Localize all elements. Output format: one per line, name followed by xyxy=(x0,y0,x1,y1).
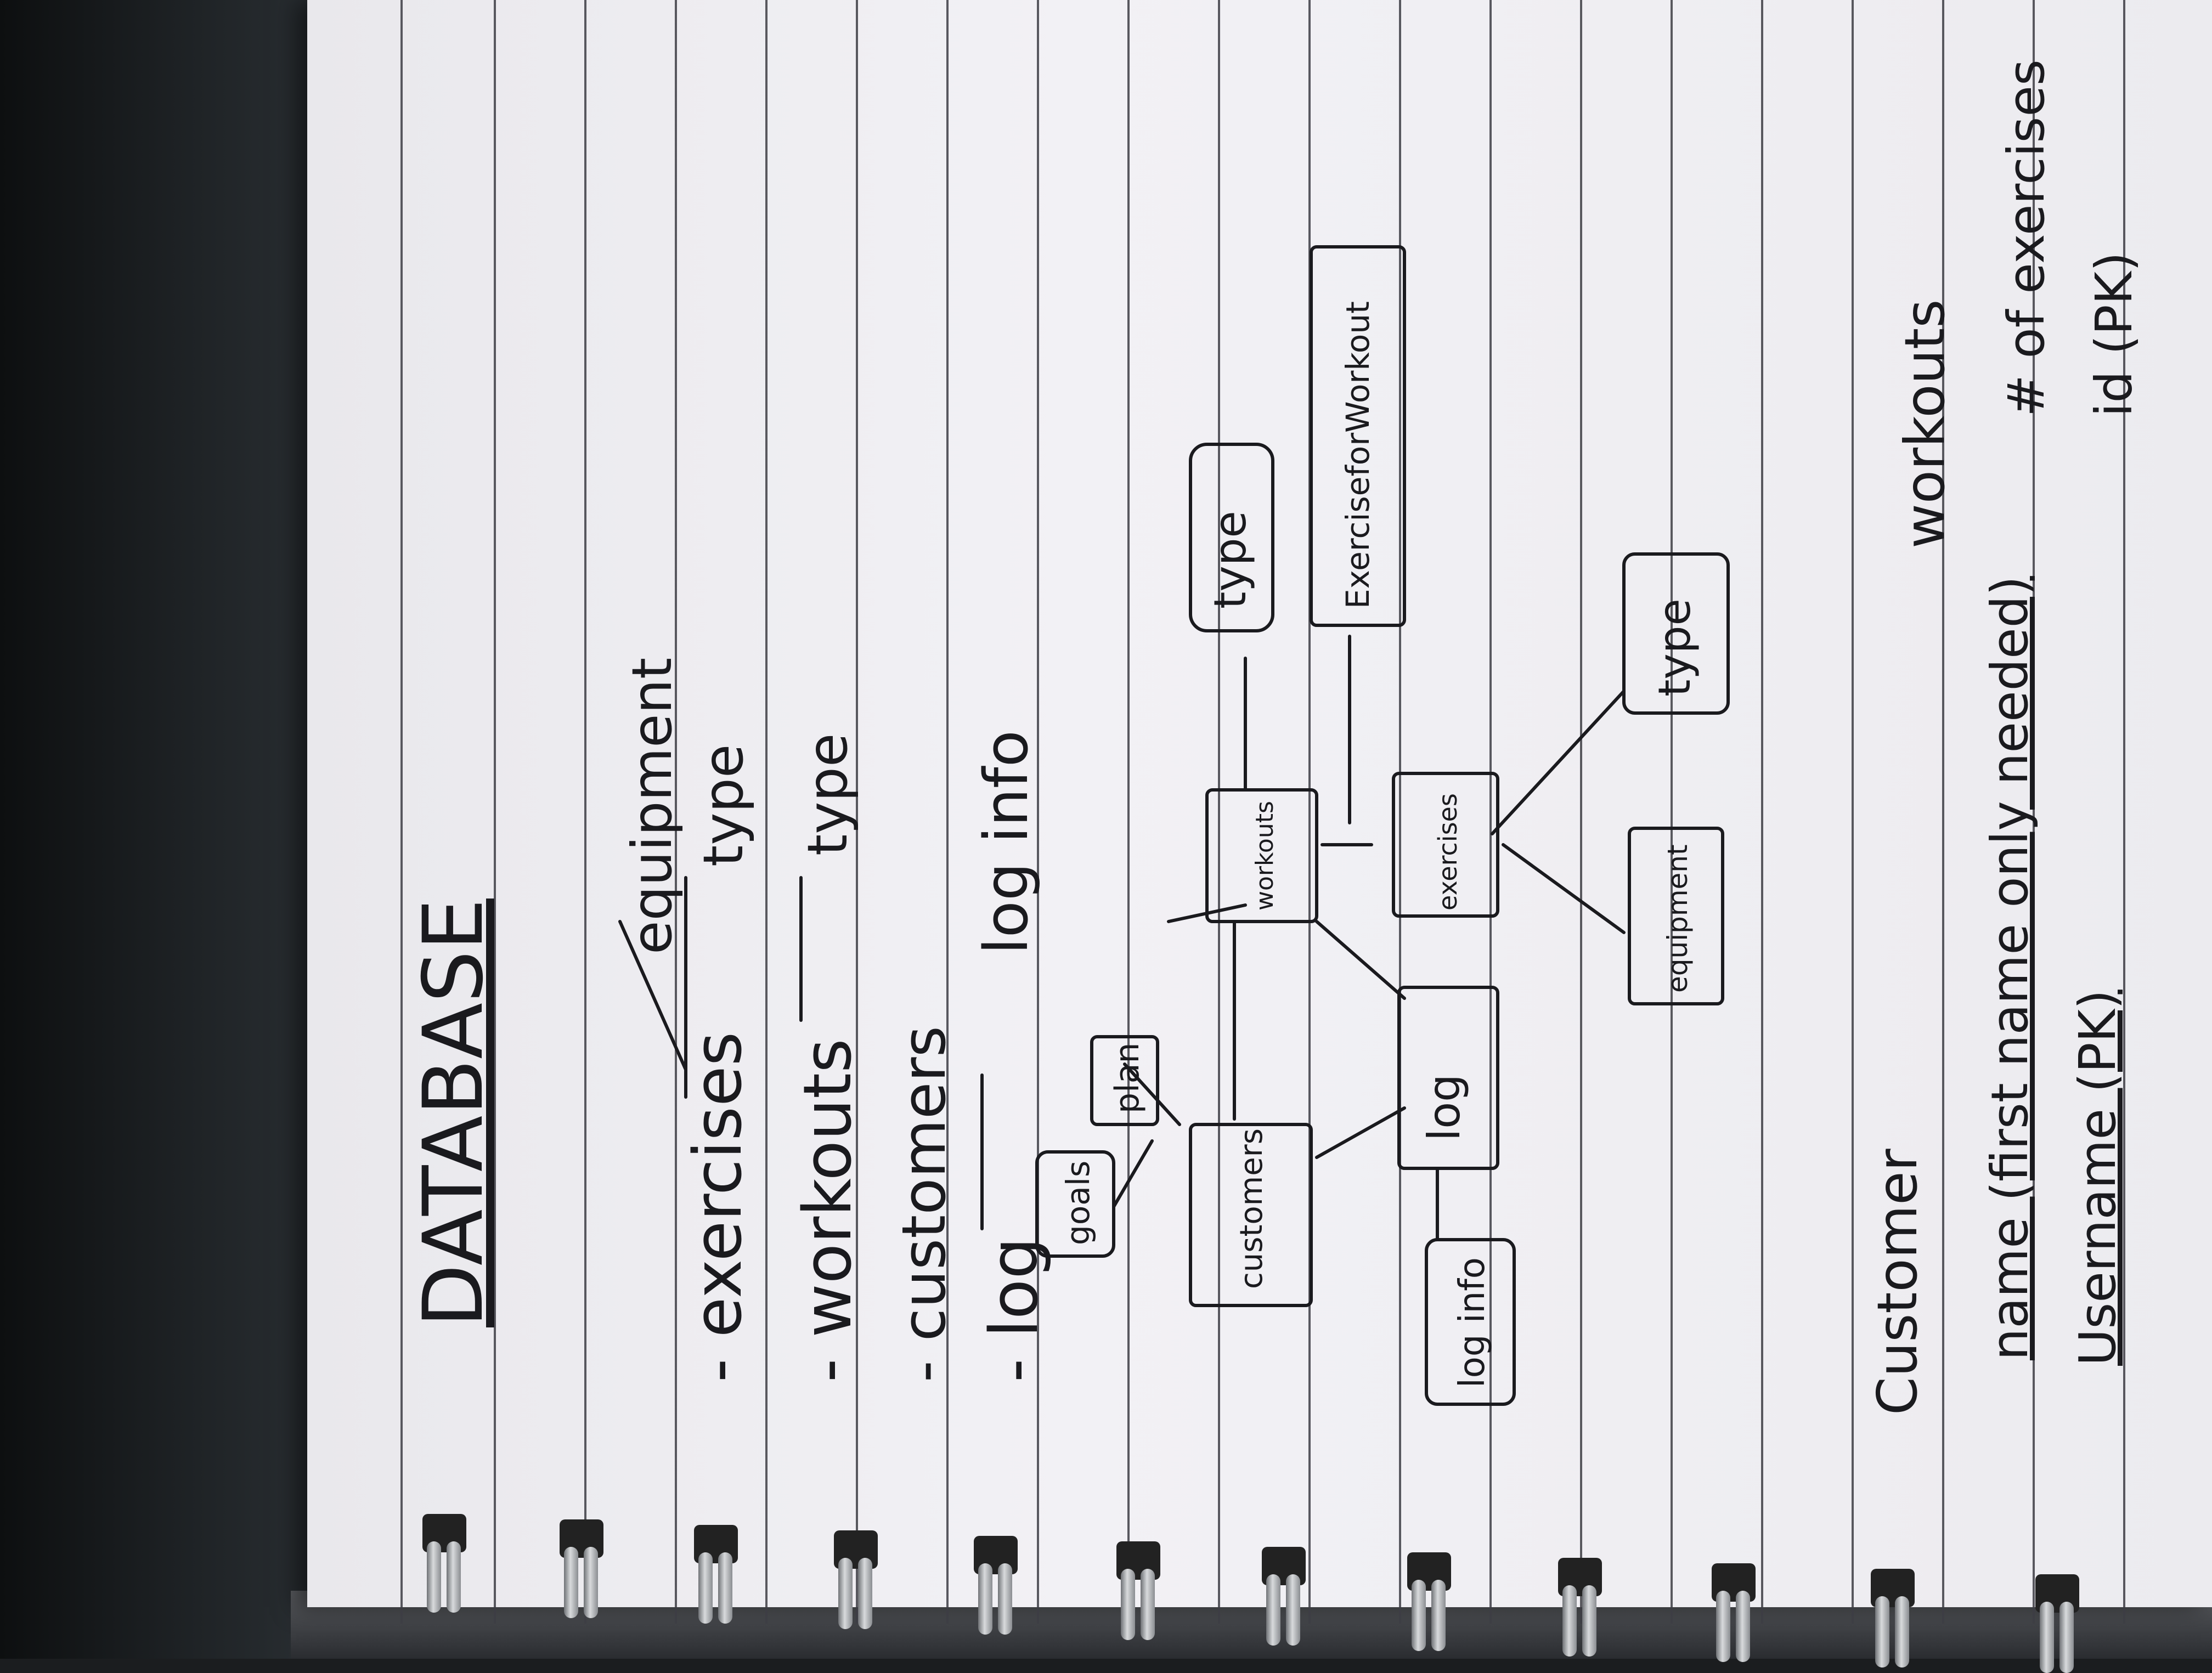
notebook-page xyxy=(307,0,2212,1624)
er-box-type-exercises xyxy=(1622,552,1730,715)
ruled-line xyxy=(946,0,949,1624)
spiral-ring xyxy=(1116,1541,1160,1640)
er-box-plan xyxy=(1090,1035,1159,1126)
ruled-line xyxy=(1037,0,1039,1624)
customer-field-name: name (first name only needed) xyxy=(1980,576,2039,1360)
er-label-customers: customers xyxy=(1234,1128,1269,1289)
table-surface xyxy=(0,0,329,1659)
ruled-line xyxy=(2123,0,2125,1624)
er-label-type-exercises: type xyxy=(1649,598,1700,697)
spiral-ring xyxy=(1407,1552,1451,1651)
er-label-log: log xyxy=(1419,1074,1470,1141)
er-box-exercises xyxy=(1392,772,1499,918)
ruled-line xyxy=(1399,0,1401,1624)
rel-customers-goals xyxy=(1112,1139,1154,1208)
er-label-equipment: equipment xyxy=(1662,844,1694,993)
er-box-log xyxy=(1397,986,1499,1170)
workouts-field-id: id (PK) xyxy=(2085,252,2143,417)
ruled-line xyxy=(1761,0,1763,1624)
er-box-goals xyxy=(1035,1150,1115,1258)
er-box-equipment xyxy=(1628,827,1724,1005)
ruled-line xyxy=(1942,0,1944,1624)
ruled-line xyxy=(400,0,403,1624)
spiral-ring xyxy=(694,1525,738,1624)
ruled-line xyxy=(494,0,496,1624)
ruled-line xyxy=(1671,0,1673,1624)
er-box-log-info xyxy=(1425,1238,1516,1406)
table-heading-workouts: workouts xyxy=(1893,299,1957,549)
spiral-ring xyxy=(974,1536,1018,1635)
table-heading-customer: Customer xyxy=(1865,1149,1929,1415)
ruled-line xyxy=(2033,0,2035,1624)
ruled-line xyxy=(1489,0,1492,1624)
ruled-line xyxy=(1580,0,1582,1624)
spiral-ring xyxy=(422,1514,466,1613)
spiral-ring xyxy=(560,1519,603,1618)
er-box-exerciseforworkout xyxy=(1310,245,1406,627)
rel-workouts-log xyxy=(1315,920,1406,1000)
ruled-line xyxy=(1218,0,1220,1624)
er-label-exerciseforworkout: ExerciseforWorkout xyxy=(1339,301,1376,609)
er-label-workouts: workouts xyxy=(1251,801,1279,911)
rel-exercises-equipment xyxy=(1502,843,1626,934)
ruled-line xyxy=(675,0,677,1624)
spiral-ring xyxy=(834,1530,878,1629)
workouts-field-count: # of exercises xyxy=(1997,59,2056,417)
ruled-line xyxy=(584,0,586,1624)
customer-field-username: Username (PK) xyxy=(2068,990,2127,1366)
spiral-ring xyxy=(1712,1563,1756,1662)
rel-exercises-type xyxy=(1491,689,1626,835)
er-label-log-info: log info xyxy=(1452,1257,1493,1388)
ruled-line xyxy=(856,0,858,1624)
ruled-line xyxy=(1852,0,1854,1624)
er-label-exercises: exercises xyxy=(1433,793,1463,911)
er-label-goals: goals xyxy=(1059,1161,1097,1245)
er-label-type-workouts: type xyxy=(1205,511,1256,609)
ruled-line xyxy=(1308,0,1311,1624)
spiral-ring xyxy=(1262,1547,1306,1646)
rel-customers-plan xyxy=(1123,1062,1181,1126)
spiral-ring xyxy=(1558,1558,1602,1657)
ruled-line xyxy=(765,0,768,1624)
er-box-customers xyxy=(1189,1123,1313,1307)
rel-customers-log xyxy=(1315,1106,1406,1159)
er-box-type-workouts xyxy=(1189,443,1274,632)
arrow-exercises-equipment xyxy=(618,920,687,1071)
er-label-plan: plan xyxy=(1108,1042,1147,1114)
er-box-workouts xyxy=(1205,788,1318,923)
ruled-line xyxy=(1127,0,1130,1624)
spiral-ring xyxy=(1871,1569,1915,1668)
